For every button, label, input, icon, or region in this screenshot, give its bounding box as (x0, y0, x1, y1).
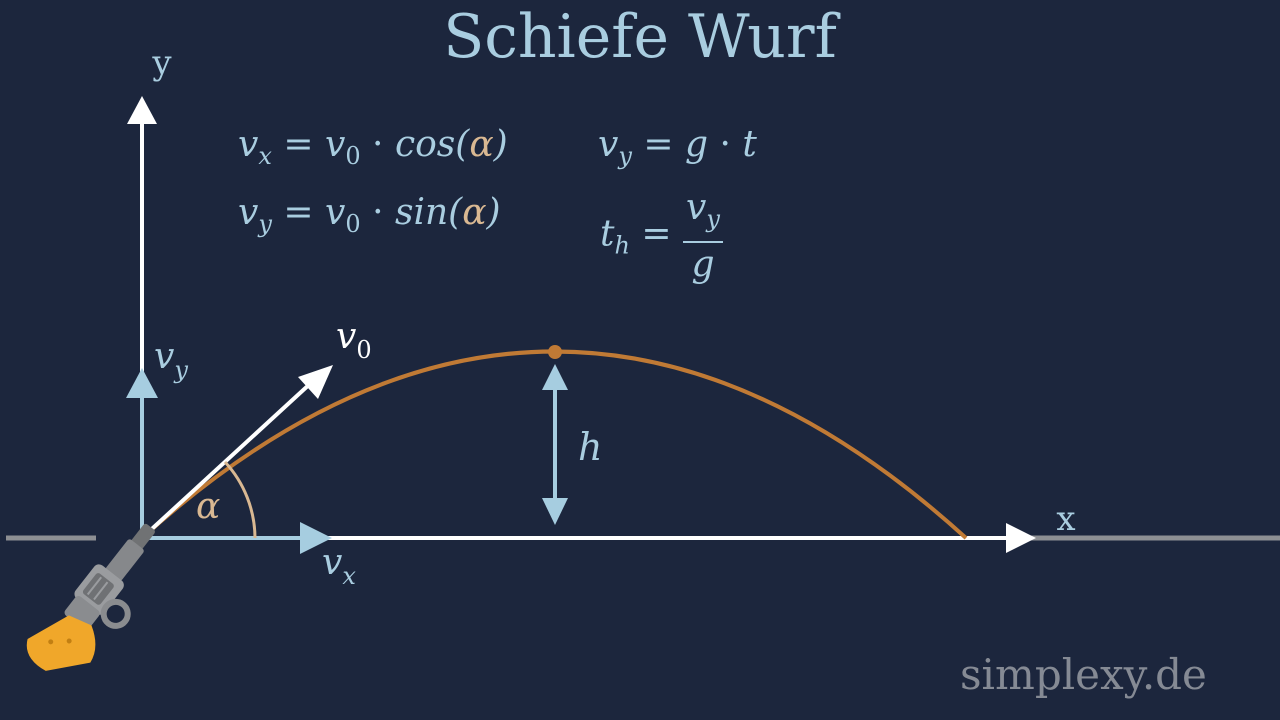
x-axis-label: x (1056, 499, 1075, 539)
revolver-icon (26, 523, 155, 671)
height-label: h (578, 425, 602, 469)
apex-point (548, 345, 562, 359)
vx-label: vx (322, 542, 356, 590)
watermark: simplexy.de (960, 650, 1207, 699)
equation-vy-sin: vy = v0 · sin(α) (238, 192, 501, 238)
fraction: vy g (683, 186, 723, 287)
vy-label: vy (154, 336, 188, 384)
height-arrow-bottom (542, 498, 568, 525)
v0-label: v0 (336, 316, 372, 364)
angle-arc (223, 460, 257, 539)
y-axis-arrowhead (127, 96, 157, 124)
height-arrow-top (542, 364, 568, 390)
y-axis-label: y (151, 43, 172, 83)
equation-vx: vx = v0 · cos(α) (238, 124, 508, 170)
equation-vy-gt: vy = g · t (598, 124, 757, 170)
v0-arrowhead (298, 365, 333, 399)
vy-arrowhead (126, 368, 158, 398)
v0-vector (140, 380, 314, 540)
equation-th: th = vy g (600, 186, 723, 287)
page-title: Schiefe Wurf (443, 2, 837, 72)
x-axis-arrowhead (1006, 523, 1036, 553)
alpha-label: α (196, 486, 220, 527)
vx-arrowhead (300, 522, 332, 554)
